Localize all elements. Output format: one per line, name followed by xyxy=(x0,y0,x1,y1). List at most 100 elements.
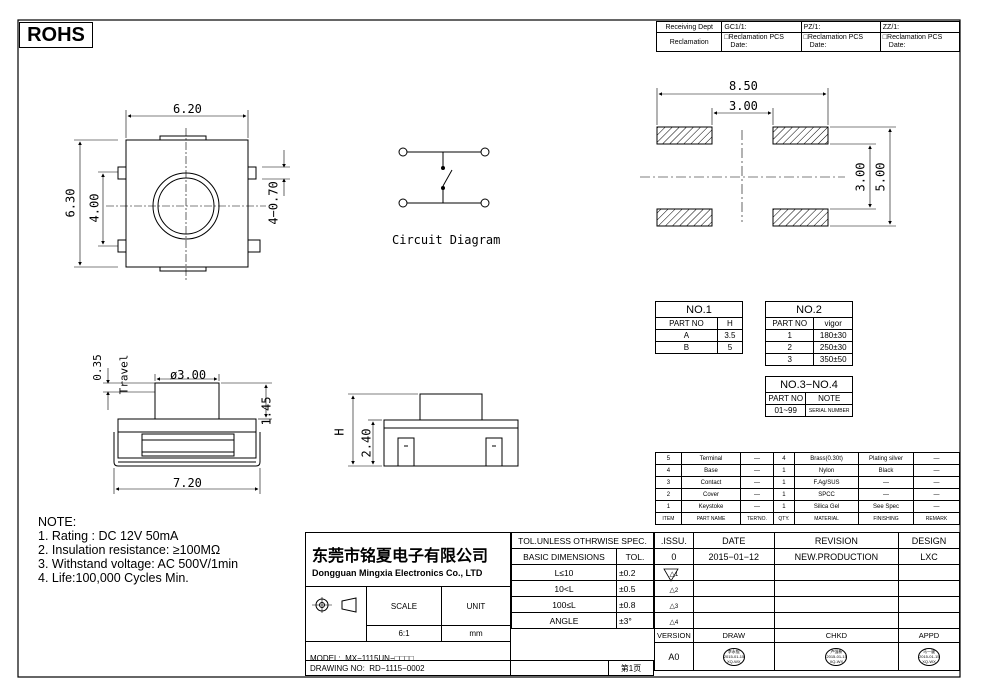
table-cell: 250±30 xyxy=(813,341,853,354)
bom-cell: 2 xyxy=(655,488,682,501)
design-label: DESIGN xyxy=(898,532,960,549)
bom-cell: Cover xyxy=(680,488,742,501)
appd-label: APPD xyxy=(898,628,960,643)
front-view xyxy=(348,393,519,467)
table-cell: 3.5 xyxy=(716,329,744,342)
dim-h-label: H xyxy=(332,428,347,436)
bom-cell: See Spec xyxy=(858,500,914,513)
version-label: VERSION xyxy=(654,628,694,643)
table-cell: SERIAL NUMBER xyxy=(805,404,853,417)
page-cell: 第1页 xyxy=(608,660,654,676)
tol-value: ±0.8 xyxy=(616,596,654,613)
circuit-diagram xyxy=(398,147,490,208)
rev-design: LXC xyxy=(898,548,960,565)
model-label: MODEL: xyxy=(310,653,341,663)
rev-date: 2015−01−12 xyxy=(692,548,775,565)
notes-block: NOTE: 1. Rating : DC 12V 50mA 2. Insulat… xyxy=(38,515,238,585)
rev-marker-2: △2 xyxy=(654,580,694,597)
dim-top-height: 6.30 xyxy=(63,188,78,218)
dim-side-width: 7.20 xyxy=(173,476,202,490)
note-item: 2. Insulation resistance: ≥100MΩ xyxy=(38,543,221,557)
bom-cell: Plating silver xyxy=(858,452,914,465)
rev-marker-1: △1 xyxy=(654,564,694,581)
dim-travel: 0.35 xyxy=(90,354,104,381)
drawing-no-row: DRAWING NO: RD−1115−0002 第1页 xyxy=(305,660,654,676)
dim-footprint-width: 8.50 xyxy=(729,79,758,93)
table-cell: A xyxy=(655,329,718,342)
receiving-table: Receiving Dept GC1/1: PZ/1: ZZ/1: Reclam… xyxy=(655,21,961,52)
dim-top-terminal: 4−0.70 xyxy=(266,181,281,225)
dim-footprint-gap-y: 3.00 xyxy=(853,162,868,192)
dim-body-height: 2.40 xyxy=(359,428,374,458)
dim-footprint-height: 5.00 xyxy=(873,162,888,192)
bom-header: QTY. xyxy=(772,512,796,525)
notes-title: NOTE: xyxy=(38,515,77,529)
bom-cell: 1 xyxy=(655,500,682,513)
bom-cell: — xyxy=(740,476,774,489)
bom-cell: 4 xyxy=(655,464,682,477)
bom-cell: 3 xyxy=(655,476,682,489)
bom-cell: — xyxy=(912,500,961,513)
zz-cell: ZZ/1: xyxy=(879,21,961,33)
bom-cell: — xyxy=(740,464,774,477)
no34-title: NO.3−NO.4 xyxy=(765,376,853,393)
company-en: Dongguan Mingxia Electronics Co., LTD xyxy=(312,567,483,578)
note-item: 3. Withstand voltage: AC 500V/1min xyxy=(38,557,239,571)
bom-cell: — xyxy=(858,476,914,489)
table-cell: 2 xyxy=(764,341,815,354)
bom-header: MATERIAL xyxy=(794,512,860,525)
bom-cell: 1 xyxy=(772,464,796,477)
circuit-caption: Circuit Diagram xyxy=(392,233,501,247)
bom-cell: F.Ag/SUS xyxy=(794,476,860,489)
bom-cell: 1 xyxy=(772,476,796,489)
date-label: DATE xyxy=(692,532,775,549)
gc-cell: GC1/1: xyxy=(721,21,802,33)
receiving-label: Receiving Dept xyxy=(655,21,723,33)
bom-cell: Silica Gel xyxy=(794,500,860,513)
no1-title: NO.1 xyxy=(655,301,743,318)
side-view xyxy=(103,368,272,494)
dim-side-height: 1.45 xyxy=(259,396,274,426)
rohs-badge: ROHS xyxy=(19,22,93,48)
rev-desc: NEW.PRODUCTION xyxy=(773,548,900,565)
bom-cell: 4 xyxy=(772,452,796,465)
bom-cell: 5 xyxy=(655,452,682,465)
top-view xyxy=(74,110,290,282)
rev-marker-3: △3 xyxy=(654,596,694,613)
dim-button-dia: ø3.00 xyxy=(170,368,207,382)
company-cell: 东莞市铭夏电子有限公司 Dongguan Mingxia Electronics… xyxy=(305,531,511,588)
rev-issue: 0 xyxy=(654,548,694,565)
tolerance-table: TOL.UNLESS OTHRWISE SPEC. BASIC DIMENSIO… xyxy=(511,532,654,629)
no1-header: PART NO xyxy=(655,317,718,330)
table-cell: 350±50 xyxy=(813,353,853,366)
bom-cell: SPCC xyxy=(794,488,860,501)
table-cell: 3 xyxy=(764,353,815,366)
bom-cell: Nylon xyxy=(794,464,860,477)
note-item: 4. Life:100,000 Cycles Min. xyxy=(38,571,189,585)
table-cell: B xyxy=(655,341,718,354)
model-value: MX−1115UN−□□□□ xyxy=(345,653,414,663)
drawing-no-label: DRAWING NO: xyxy=(310,663,365,673)
no2-header: PART NO xyxy=(764,317,815,330)
table-cell: 01~99 xyxy=(764,404,807,417)
draw-label: DRAW xyxy=(692,628,775,643)
unit-value: mm xyxy=(441,625,511,642)
version-value: A0 xyxy=(654,642,694,671)
bom-header: FINISHING xyxy=(858,512,914,525)
no1-header: H xyxy=(716,317,744,330)
table-cell: 1 xyxy=(764,329,815,342)
bom-cell: Black xyxy=(858,464,914,477)
no34-header: NOTE xyxy=(805,392,853,405)
bom-cell: — xyxy=(912,452,961,465)
note-item: 1. Rating : DC 12V 50mA xyxy=(38,529,179,543)
title-block-left: 东莞市铭夏电子有限公司 Dongguan Mingxia Electronics… xyxy=(305,531,511,677)
reclamation-label: Reclamation xyxy=(655,32,723,52)
revision-label: REVISION xyxy=(773,532,900,549)
scale-value: 6:1 xyxy=(366,625,442,642)
